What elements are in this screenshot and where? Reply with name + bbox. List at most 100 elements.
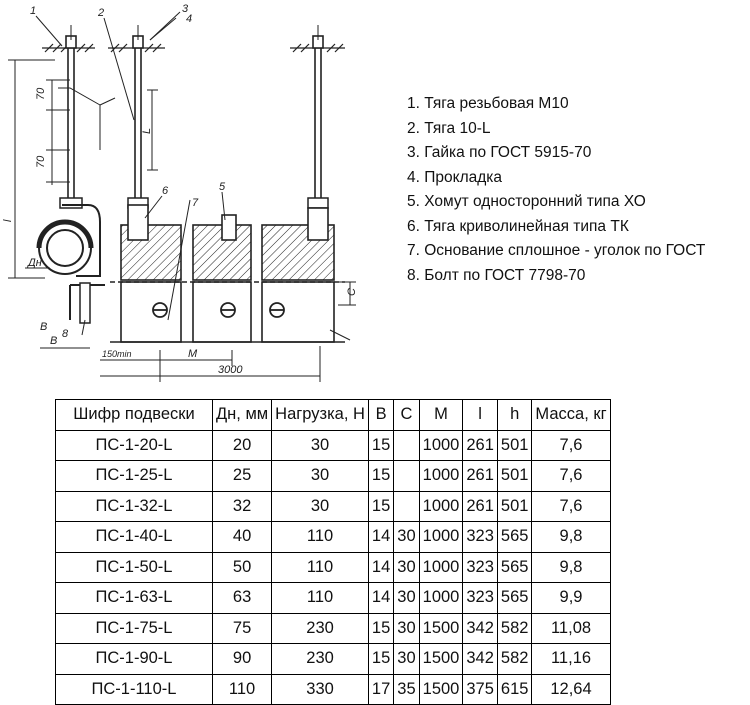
- table-cell: 12,64: [531, 673, 611, 705]
- column-header: С: [393, 399, 420, 431]
- table-cell: 14: [367, 551, 395, 583]
- table-cell: 1500: [418, 673, 464, 705]
- table-cell: 20: [211, 429, 273, 461]
- hanger-spec-table: Шифр подвески Дн, мм Нагрузка, Н В С М l…: [55, 399, 611, 705]
- table-cell: 9,8: [531, 551, 611, 583]
- dim-dn: Дн: [26, 257, 42, 269]
- table-cell: 30: [271, 429, 369, 461]
- callout-5: 5: [219, 181, 226, 193]
- components-legend: 1. Тяга резьбовая М10 2. Тяга 10-L 3. Га…: [407, 92, 705, 288]
- table-cell: 501: [496, 490, 533, 522]
- table-cell: 1500: [418, 643, 464, 675]
- table-cell: 15: [367, 643, 395, 675]
- dim-3000: 3000: [218, 364, 243, 376]
- table-cell: 30: [393, 612, 420, 644]
- callout-3: 3: [182, 3, 189, 15]
- table-cell: 11,08: [531, 612, 611, 644]
- table-cell: 7,6: [531, 490, 611, 522]
- dim-B: В: [50, 335, 57, 347]
- table-cell: 32: [211, 490, 273, 522]
- table-cell: 1000: [418, 429, 464, 461]
- table-cell: 342: [462, 643, 498, 675]
- table-cell: 110: [211, 673, 273, 705]
- table-cell: 1000: [418, 582, 464, 614]
- table-cell: 110: [271, 521, 369, 553]
- table-cell: ПС-1-90-L: [55, 643, 213, 675]
- table-cell: ПС-1-40-L: [55, 521, 213, 553]
- table-cell: 323: [462, 551, 498, 583]
- table-cell: ПС-1-75-L: [55, 612, 213, 644]
- table-cell: 14: [367, 582, 395, 614]
- table-cell: 565: [496, 521, 533, 553]
- table-cell: 35: [393, 673, 420, 705]
- column-header: Масса, кг: [531, 399, 611, 431]
- callout-4: 4: [186, 13, 192, 25]
- front-view-clamps: [110, 204, 345, 343]
- ceiling-hatch: [42, 43, 345, 53]
- dim-l: l: [2, 219, 14, 222]
- table-cell: 15: [367, 612, 395, 644]
- column-header: Дн, мм: [211, 399, 273, 431]
- column-header: М: [418, 399, 464, 431]
- table-cell: ПС-1-20-L: [55, 429, 213, 461]
- callout-leaders: [35, 11, 351, 341]
- table-cell: 565: [496, 551, 533, 583]
- table-cell: 110: [271, 551, 369, 583]
- bolts: [152, 302, 285, 318]
- table-cell: 375: [462, 673, 498, 705]
- table-cell: ПС-1-63-L: [55, 582, 213, 614]
- table-cell: 565: [496, 582, 533, 614]
- dim-L: L: [141, 128, 153, 134]
- table-cell: 63: [211, 582, 273, 614]
- table-cell: 261: [462, 490, 498, 522]
- table-cell: 17: [367, 673, 395, 705]
- table-cell: 9,9: [531, 582, 611, 614]
- table-cell: 40: [211, 521, 273, 553]
- table-cell: 25: [211, 460, 273, 492]
- table-cell: 323: [462, 521, 498, 553]
- column-header: l: [462, 399, 498, 431]
- table-cell: [393, 460, 420, 492]
- table-cell: 30: [393, 582, 420, 614]
- dim-B-callout: В: [40, 321, 47, 333]
- table-cell: [393, 429, 420, 461]
- legend-item: 5. Хомут односторонний типа ХО: [407, 193, 646, 210]
- table-cell: 1500: [418, 612, 464, 644]
- threaded-rods: [65, 25, 324, 205]
- legend-item: 6. Тяга криволинейная типа ТК: [407, 217, 629, 235]
- table-cell: 342: [462, 612, 498, 644]
- legend-item: 2. Тяга 10-L: [407, 119, 491, 137]
- callout-8: 8: [62, 328, 69, 340]
- column-header: Нагрузка, Н: [271, 399, 369, 431]
- column-header: В: [367, 399, 395, 431]
- table-cell: 30: [393, 551, 420, 583]
- dim-C: С: [346, 288, 358, 296]
- table-cell: 1000: [418, 460, 464, 492]
- table-cell: 30: [271, 460, 369, 492]
- table-cell: ПС-1-110-L: [55, 673, 213, 705]
- callout-6: 6: [162, 185, 169, 197]
- table-cell: 15: [367, 460, 395, 492]
- table-cell: 15: [367, 429, 395, 461]
- table-cell: 30: [271, 490, 369, 522]
- drawing-labels: 1 2 3 4 5 6 7 8 70 70 l L Дн В В С М 300…: [2, 3, 358, 376]
- table-cell: 323: [462, 582, 498, 614]
- table-cell: 50: [211, 551, 273, 583]
- table-cell: 1000: [418, 490, 464, 522]
- table-cell: ПС-1-25-L: [55, 460, 213, 492]
- table-cell: 110: [271, 582, 369, 614]
- callout-7: 7: [192, 197, 199, 209]
- table-cell: 615: [496, 673, 533, 705]
- dim-70-top: 70: [35, 87, 47, 100]
- table-cell: 261: [462, 429, 498, 461]
- table-cell: 582: [496, 643, 533, 675]
- dim-70-bottom: 70: [35, 155, 47, 168]
- table-cell: 7,6: [531, 429, 611, 461]
- table-cell: 90: [211, 643, 273, 675]
